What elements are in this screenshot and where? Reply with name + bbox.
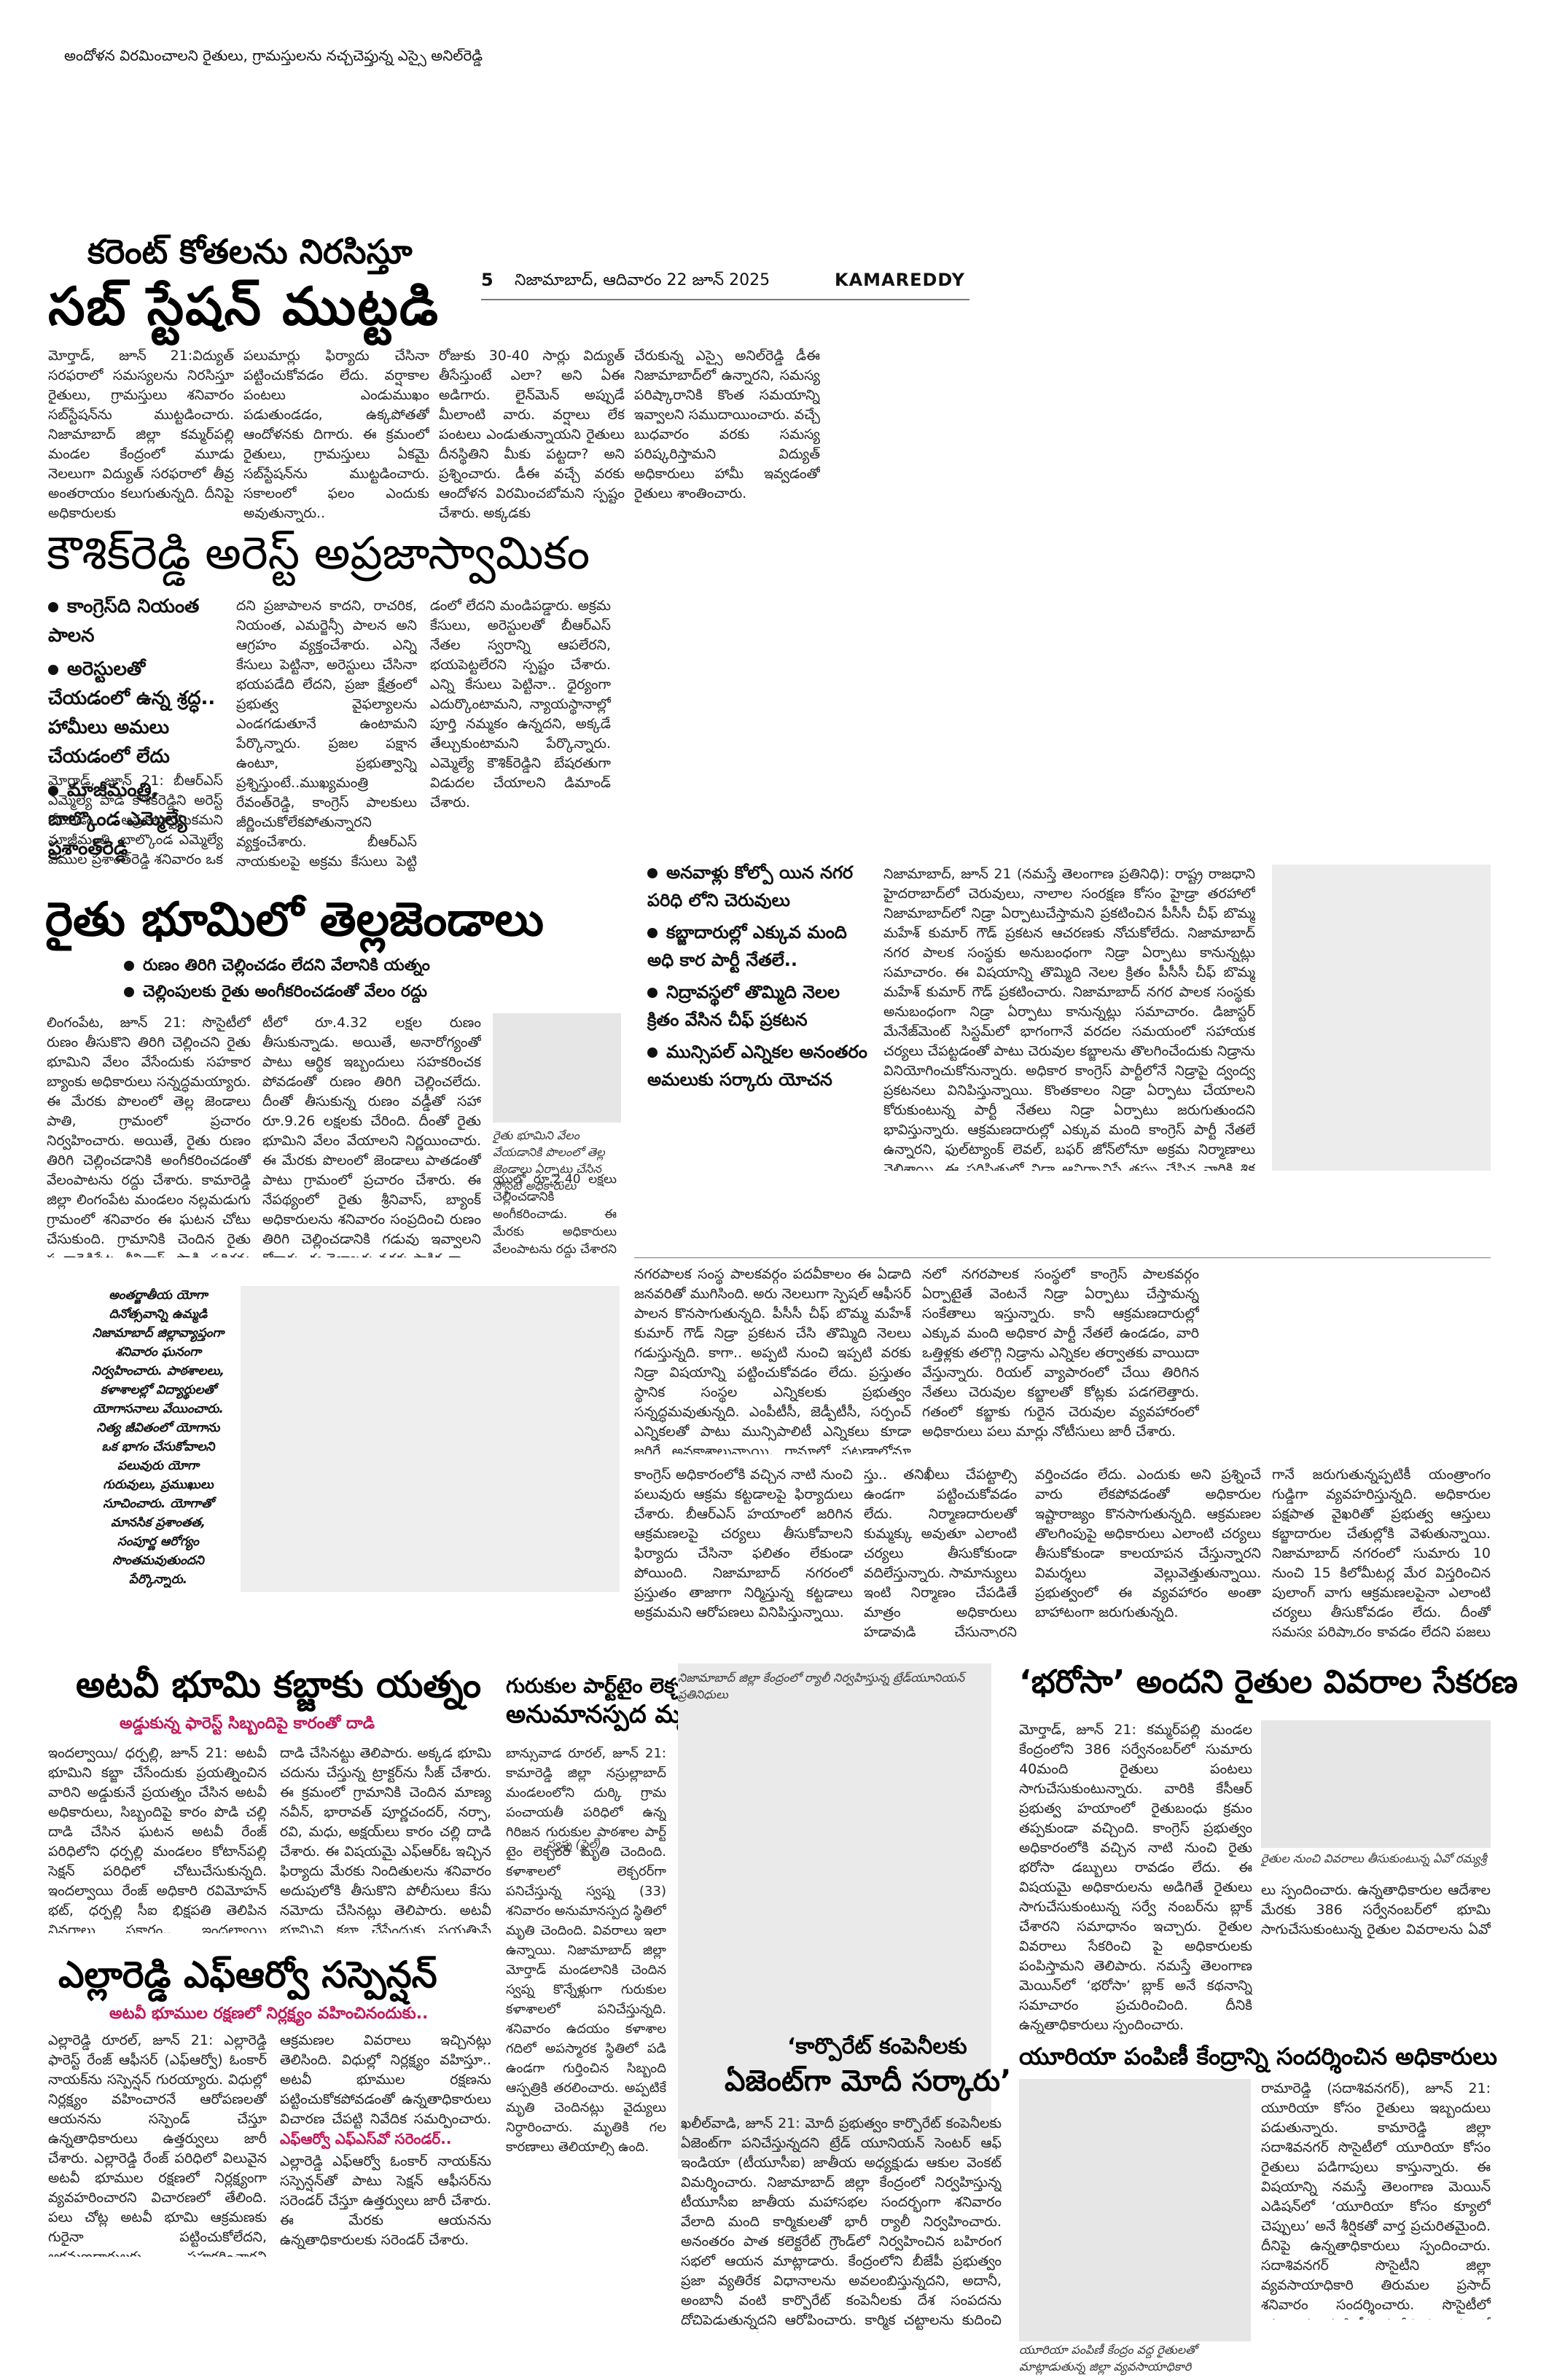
bullet-icon bbox=[647, 928, 657, 938]
bullet-icon bbox=[647, 988, 657, 998]
yoga-verse: అంతర్జాతీయ యోగా దినోత్సవాన్ని ఉమ్మడి నిజ… bbox=[92, 1288, 225, 1587]
story6-photo-caption: స్వప్న (ఫైల్) bbox=[547, 1837, 601, 1851]
edition-name: KAMAREDDY bbox=[835, 270, 965, 290]
story1-column-1: మోర్తాడ్, జూన్ 21:విద్యుత్ సరఫరాలో సమస్య… bbox=[48, 348, 234, 521]
yoga-photo bbox=[241, 1286, 620, 1592]
story8-column-2: ఆక్రమణల వివరాలు ఇచ్చినట్లు తెలిసింది. వి… bbox=[280, 2032, 491, 2127]
story8-headline: ఎల్లారెడ్డి ఎఫ్ఆర్వో సస్పెన్షన్ bbox=[58, 1954, 437, 1996]
bullet-icon bbox=[48, 785, 58, 796]
story7-body: మోర్తాడ్, జూన్ 21: కమ్మర్‌పల్లి మండల కేం… bbox=[1019, 1722, 1252, 2033]
story2-column-3: డంలో లేదని మండిపడ్డారు. అక్రమ కేసులు, అర… bbox=[430, 598, 611, 811]
bullet-icon bbox=[124, 987, 134, 997]
story3-photo bbox=[493, 1013, 621, 1123]
story1-column-2: పలుమార్లు ఫిర్యాదు చేసినా పట్టించుకోవడం … bbox=[243, 348, 429, 521]
story4-photo bbox=[1272, 865, 1491, 1171]
story4-lead-text: నిజామాబాద్, జూన్ 21 (నమస్తే తెలంగాణ ప్రత… bbox=[883, 866, 1255, 1171]
story4-column-b: నలో నగరపాలక సంస్థలో కాంగ్రెస్ పాలకవర్గం … bbox=[922, 1266, 1199, 1440]
story6-body: బాన్సువాడ రూరల్, జూన్ 21: కామారెడ్డి జిల… bbox=[506, 1746, 666, 2155]
story1-column-3: రోజుకు 30-40 సార్లు విద్యుత్ తీసేస్తుంటే… bbox=[439, 348, 625, 521]
top-photo-caption: అందోళన విరమించాలని రైతులు, గ్రామస్తులను … bbox=[64, 47, 483, 64]
story4-bullet: నిద్రావస్థలో తొమ్మిది నెలల క్రితం వేసిన … bbox=[647, 982, 840, 1030]
story8-column-3: ఎల్లారెడ్డి ఎఫ్ఆర్వో ఓంకార్ నాయక్‌ను సస్… bbox=[280, 2153, 491, 2248]
story6-kicker: గురుకుల పార్ట్‌టైం లెక్చరర్ bbox=[506, 1674, 708, 1698]
header-rule bbox=[481, 299, 969, 300]
story1-headline: సబ్ స్టేషన్ ముట్టడి bbox=[48, 276, 440, 337]
story3-headline: రైతు భూమిలో తెల్లజెండాలు bbox=[45, 893, 544, 947]
story2-bullet: మాజీమంత్రి, బాల్కొండ ఎమ్మెల్యే ప్రశాంత్‌… bbox=[48, 779, 187, 859]
story4-bullet: కబ్జాదారుల్లో ఎక్కువ మంది అధి కార పార్టీ… bbox=[647, 922, 847, 970]
story7-headline: ‘భరోసా’ అందని రైతుల వివరాల సేకరణ bbox=[1019, 1663, 1518, 1701]
story7-photo-caption: రైతుల నుంచి వివరాలు తీసుకుంటున్న ఏవో రమ్… bbox=[1261, 1852, 1487, 1865]
story2-bullet: కాంగ్రెస్‌ది నియంత పాలన bbox=[48, 596, 200, 647]
story5-column-1: ఇందల్వాయి/ ధర్పల్లి, జూన్ 21: అటవీ భూమిన… bbox=[48, 1745, 267, 1933]
story3-column-3: యులో రూ.2.40 లక్షలు చెల్లించడానికి అంగీక… bbox=[493, 1172, 617, 1257]
rally-photo bbox=[678, 1663, 991, 2159]
story10-body: రామారెడ్డి (సదాశివనగర్), జూన్ 21: యూరియా… bbox=[1261, 2080, 1491, 2319]
story10-photo bbox=[1019, 2079, 1251, 2341]
story5-headline: అటవీ భూమి కబ్జాకు యత్నం bbox=[76, 1663, 482, 1706]
story3-bullet: రుణం తిరిగి చెల్లించడం లేదని వేలానికి యత… bbox=[124, 955, 598, 977]
story4-bullet: మున్సిపల్ ఎన్నికల అనంతరం అమలుకు సర్కారు … bbox=[647, 1042, 867, 1090]
story8-subhead-2: ఎఫ్ఆర్వో ఎఫ్ఎస్‌వో సరెండర్.. bbox=[280, 2130, 452, 2147]
story4-bullet: అనవాళ్లు కోల్పో యిన నగర పరిధి లోని చెరువ… bbox=[647, 862, 854, 910]
bullet-icon bbox=[647, 1047, 657, 1058]
page-number: 5 bbox=[481, 270, 493, 290]
rally-photo-caption: నిజామాబాద్ జిల్లా కేంద్రంలో ర్యాలీ నిర్వ… bbox=[678, 1671, 965, 1701]
story3-bullet-list: రుణం తిరిగి చెల్లించడం లేదని వేలానికి యత… bbox=[124, 955, 598, 1007]
story2-column-1: మోర్తాడ్, జూన్ 21: బీఆర్ఎస్ ఎమ్మెల్యే పా… bbox=[48, 773, 223, 867]
story4-column-c: కాంగ్రెస్ అధికారంలోకి వచ్చిన నాటి నుంచి … bbox=[634, 1467, 853, 1620]
story10-headline: యూరియా పంపిణీ కేంద్రాన్ని సందర్శించిన అధ… bbox=[1019, 2042, 1497, 2070]
story4-column-f: గానే జరుగుతున్నప్పటికీ యంత్రాంగం గుడ్డిగ… bbox=[1272, 1467, 1491, 1637]
story4-column-e: వర్తించడం లేదు. ఎందుకు అని ప్రశ్నించే వా… bbox=[1035, 1467, 1261, 1620]
bullet-icon bbox=[48, 664, 58, 675]
story1-column-4: చేరుకున్న ఎస్సై అనిల్‌రెడ్డి డీఈ నిజామాబ… bbox=[634, 348, 820, 502]
story3-bullet: చెల్లింపులకు రైతు అంగీకరించడంతో వేలం రద్… bbox=[124, 981, 598, 1003]
story3-column-2: టీలో రూ.4.32 లక్షల రుణం తీసుకున్నాడు. అయ… bbox=[262, 1015, 481, 1257]
story1-kicker: కరెంట్ కోతలను నిరసిస్తూ bbox=[87, 232, 413, 271]
story2-column-2: దని ప్రజాపాలన కాదని, రాచరిక, నియంత, ఎమర్… bbox=[236, 598, 417, 870]
story10-photo-caption: యూరియా పంపిణీ కేంద్రం వద్ద రైతులతో మాట్ల… bbox=[1019, 2343, 1197, 2373]
story8-subhead: అటవీ భూముల రక్షణలో నిర్లక్ష్యం వహించినంద… bbox=[109, 2005, 429, 2023]
story4-column-a: నగరపాలక సంస్థ పాలకవర్గం పదవీకాలం ఈ ఏడాది… bbox=[634, 1266, 911, 1454]
story2-bullet-list: కాంగ్రెస్‌ది నియంత పాలన అరెస్టులతో చేయడం… bbox=[48, 592, 223, 867]
story3-photo-caption: రైతు భూమిని వేలం వేయడానికి పొలంలో తెల్ల … bbox=[493, 1128, 605, 1193]
story5-column-2: దాడి చేసినట్టు తెలిపారు. అక్కడ భూమి చదున… bbox=[280, 1745, 491, 1933]
story2-headline: కౌశిక్‌రెడ్డి అరెస్ట్ అప్రజాస్వామికం bbox=[47, 526, 590, 580]
story4-column-d: స్తు.. తనిఖీలు చేపట్టాల్సి ఉండగా పట్టించ… bbox=[864, 1467, 1017, 1637]
story7-continued: లు స్పందించారు. ఉన్నతాధికారుల ఆదేశాల మేర… bbox=[1261, 1882, 1491, 1938]
dateline: నిజామాబాద్, ఆదివారం 22 జూన్ 2025 bbox=[515, 271, 770, 289]
story9-kicker: ‘కార్పొరేట్ కంపెనీలకు bbox=[787, 2034, 967, 2059]
story3-column-1: లింగంపేట, జూన్ 21: సొసైటీలో రుణం తీసుకొన… bbox=[47, 1015, 251, 1257]
story6-headline: అనుమానస్పద మృతి bbox=[506, 1700, 710, 1729]
bullet-icon bbox=[124, 961, 134, 971]
story9-headline: ఏజెంట్‌గా మోదీ సర్కారు’ bbox=[725, 2064, 1012, 2098]
bullet-icon bbox=[647, 868, 657, 878]
bullet-icon bbox=[48, 601, 58, 612]
story5-subhead: అడ్డుకున్న ఫారెస్ట్ సిబ్బందిపై కారంతో దా… bbox=[120, 1714, 375, 1733]
story7-photo bbox=[1261, 1720, 1491, 1848]
story4-bullet-list: అనవాళ్లు కోల్పో యిన నగర పరిధి లోని చెరువ… bbox=[647, 859, 873, 1098]
story8-column-1: ఎల్లారెడ్డి రూరల్, జూన్ 21: ఎల్లారెడ్డి … bbox=[48, 2032, 267, 2257]
story9-body: ఖలీల్‌వాడి, జూన్ 21: మోదీ ప్రభుత్వం కార్… bbox=[681, 2115, 1002, 2333]
story4-divider bbox=[634, 1257, 1491, 1258]
story2-bullet: అరెస్టులతో చేయడంలో ఉన్న శ్రద్ధ.. హామీలు … bbox=[48, 658, 216, 768]
